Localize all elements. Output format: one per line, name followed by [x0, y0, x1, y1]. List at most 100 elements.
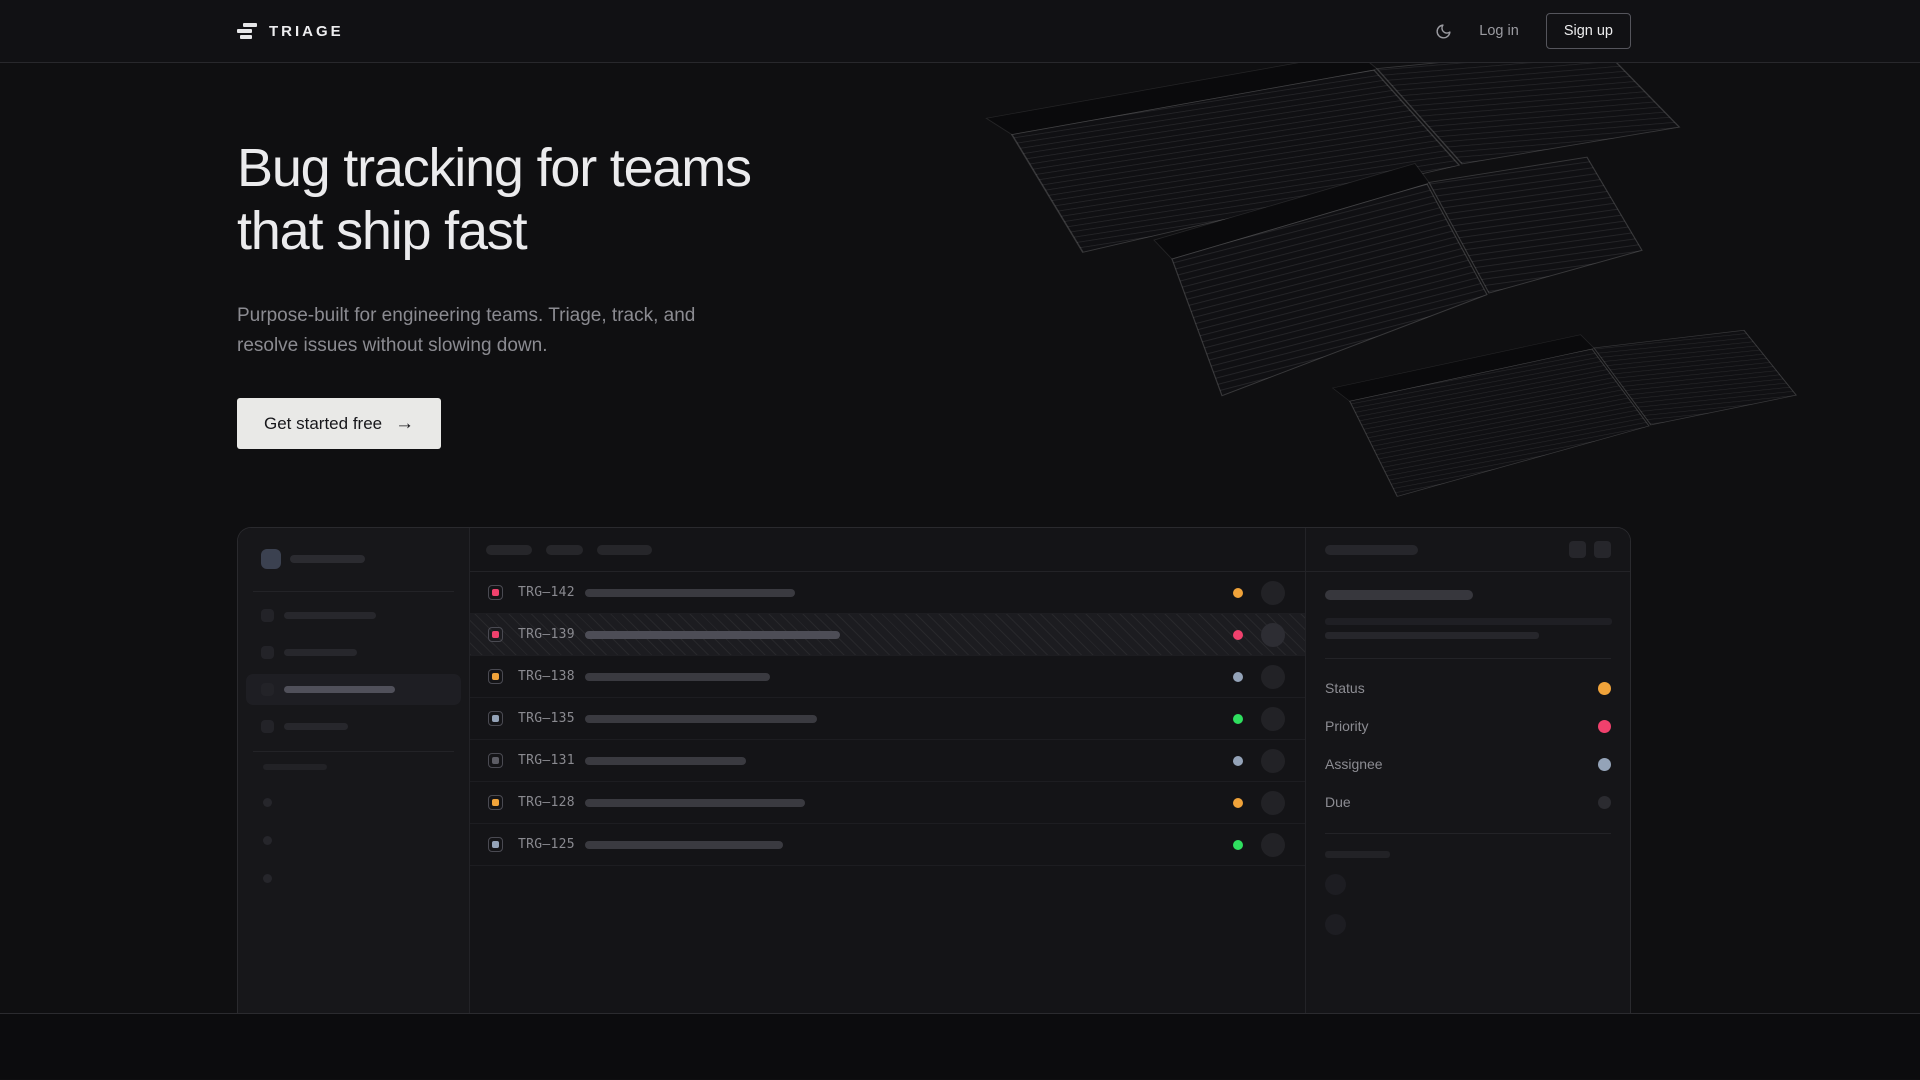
skeleton-pill [284, 723, 348, 730]
issue-title-skeleton [585, 756, 746, 765]
issue-type-icon [488, 795, 503, 810]
issue-row: TRG–135 [470, 698, 1305, 740]
sidebar-nav-item [246, 711, 461, 742]
issue-title-skeleton [585, 840, 783, 849]
skeleton-pill [263, 764, 327, 770]
issue-row: TRG–125 [470, 824, 1305, 866]
app-preview-window: TRG–142 TRG–139 TRG–138 TRG–135 TRG– [237, 527, 1631, 1013]
hero-subtitle-line1: Purpose-built for engineering teams. Tri… [237, 305, 696, 326]
nav-item-icon [261, 720, 274, 733]
field-label: Due [1325, 794, 1351, 810]
arrow-right-icon: → [395, 413, 415, 434]
sidebar-dot [263, 874, 272, 883]
detail-field-row: Priority [1325, 707, 1611, 745]
issue-title-skeleton [585, 588, 795, 597]
issue-id: TRG–128 [518, 795, 575, 810]
hero-title-line1: Bug tracking for teams [237, 138, 752, 198]
status-dot-icon [1233, 755, 1243, 766]
issue-row: TRG–142 [470, 572, 1305, 614]
detail-action-icon [1569, 541, 1586, 558]
brand-logo[interactable]: TRIAGE [237, 23, 344, 40]
issue-row-right [1233, 790, 1285, 815]
hero-section: Bug tracking for teams that ship fast Pu… [0, 63, 1920, 1014]
list-tab-skeleton [597, 544, 652, 555]
divider [1325, 833, 1611, 834]
nav-item-icon [261, 646, 274, 659]
issue-list-panel: TRG–142 TRG–139 TRG–138 TRG–135 TRG– [469, 528, 1306, 1013]
triage-bars-icon [237, 23, 258, 39]
status-dot-icon [1233, 797, 1243, 808]
assignee-avatar [1261, 664, 1285, 689]
brand-name: TRIAGE [269, 22, 344, 40]
divider [253, 591, 454, 592]
field-value-dot-icon [1598, 757, 1611, 771]
list-tab-skeleton [546, 544, 583, 555]
issue-list-header [470, 528, 1305, 572]
detail-field-row: Assignee [1325, 745, 1611, 783]
skeleton-pill [1325, 590, 1473, 600]
issue-row: TRG–128 [470, 782, 1305, 824]
issue-type-icon [488, 837, 503, 852]
divider [1325, 658, 1611, 659]
issue-row-right [1233, 706, 1285, 731]
hero-title-line2: that ship fast [237, 201, 528, 261]
issue-id: TRG–139 [518, 627, 575, 642]
sidebar-dot [263, 798, 272, 807]
divider [253, 751, 454, 752]
sidebar-dot [263, 836, 272, 845]
issue-type-icon [488, 585, 503, 600]
get-started-label: Get started free [264, 413, 383, 433]
issue-id: TRG–142 [518, 585, 575, 600]
hero-title: Bug tracking for teams that ship fast [237, 137, 752, 263]
skeleton-pill [290, 555, 365, 563]
sidebar-nav-item [246, 600, 461, 631]
issue-row: TRG–139 [470, 614, 1305, 656]
skeleton-pill [284, 686, 395, 693]
status-dot-icon [1233, 713, 1243, 724]
issue-type-icon [488, 753, 503, 768]
sidebar-dots [238, 798, 469, 883]
issue-type-icon [488, 669, 503, 684]
detail-header [1306, 528, 1630, 572]
assignee-avatar [1261, 832, 1285, 857]
preview-sidebar [238, 528, 469, 1013]
header-nav: Log in Sign up [1435, 13, 1631, 49]
list-tab-skeleton [486, 544, 532, 555]
issue-row-right [1233, 622, 1285, 647]
moon-icon [1436, 23, 1451, 38]
issue-type-icon [488, 627, 503, 642]
issue-row-right [1233, 832, 1285, 857]
site-header: TRIAGE Log in Sign up [0, 0, 1920, 63]
detail-action-icon [1594, 541, 1611, 558]
status-dot-icon [1233, 587, 1243, 598]
field-value-dot-icon [1598, 719, 1611, 733]
skeleton-pill [1325, 632, 1539, 639]
detail-fields: Status Priority Assignee Due [1325, 669, 1611, 821]
issue-id: TRG–131 [518, 753, 575, 768]
nav-item-icon [261, 609, 274, 622]
assignee-avatar [1261, 706, 1285, 731]
login-button[interactable]: Log in [1479, 23, 1519, 39]
sidebar-nav-item [246, 637, 461, 668]
status-dot-icon [1233, 629, 1243, 640]
field-label: Status [1325, 680, 1365, 696]
field-value-dot-icon [1598, 681, 1611, 695]
avatar [1325, 874, 1346, 895]
workspace-switcher [238, 528, 469, 569]
issue-row: TRG–131 [470, 740, 1305, 782]
issue-title-skeleton [585, 714, 817, 723]
issue-id: TRG–125 [518, 837, 575, 852]
issue-detail-panel: Status Priority Assignee Due [1306, 528, 1630, 1013]
detail-field-row: Status [1325, 669, 1611, 707]
theme-toggle-button[interactable] [1435, 23, 1452, 40]
hero-subtitle-line2: resolve issues without slowing down. [237, 335, 548, 356]
signup-button[interactable]: Sign up [1545, 13, 1631, 49]
skeleton-pill [284, 612, 376, 619]
assignee-avatar [1261, 748, 1285, 773]
get-started-button[interactable]: Get started free → [237, 398, 442, 449]
issue-id: TRG–138 [518, 669, 575, 684]
field-label: Assignee [1325, 756, 1383, 772]
assignee-avatar [1261, 580, 1285, 605]
footer-section [0, 1014, 1920, 1079]
status-dot-icon [1233, 671, 1243, 682]
